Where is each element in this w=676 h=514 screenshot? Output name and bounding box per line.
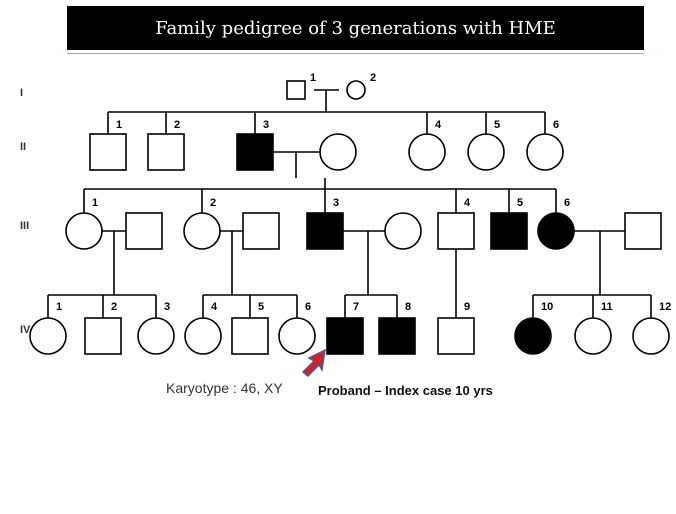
individual-iii-3-number: 3 bbox=[333, 197, 339, 209]
individual-iv-7-number: 7 bbox=[353, 301, 359, 313]
individual-ii-1-square bbox=[89, 133, 127, 171]
generation-label-ii: II bbox=[20, 141, 26, 153]
individual-i-1-square bbox=[286, 80, 306, 100]
individual-iv-4-circle bbox=[184, 317, 222, 355]
individual-iv-6-circle bbox=[278, 317, 316, 355]
individual-iii-3-square bbox=[306, 212, 344, 250]
proband-label: Proband – Index case 10 yrs bbox=[318, 383, 493, 398]
page-title: Family pedigree of 3 generations with HM… bbox=[155, 17, 556, 39]
individual-iv-8-number: 8 bbox=[405, 301, 411, 313]
individual-iv-5-square bbox=[231, 317, 269, 355]
karyotype-label: Karyotype : 46, XY bbox=[166, 380, 283, 396]
individual-iv-3-number: 3 bbox=[164, 301, 170, 313]
individual-iv-10-circle bbox=[514, 317, 552, 355]
individual-iv-10-number: 10 bbox=[541, 301, 553, 313]
individual-iii-6-circle bbox=[537, 212, 575, 250]
individual-iv-11-number: 11 bbox=[601, 301, 613, 313]
individual-iv-3-circle bbox=[137, 317, 175, 355]
individual-i-2-circle bbox=[346, 80, 366, 100]
individual-iii-6-spouse-square bbox=[624, 212, 662, 250]
individual-iv-5-number: 5 bbox=[258, 301, 264, 313]
individual-ii-3-spouse-circle bbox=[319, 133, 357, 171]
title-underline bbox=[67, 53, 644, 54]
individual-iii-2-number: 2 bbox=[210, 197, 216, 209]
individual-iv-12-number: 12 bbox=[659, 301, 671, 313]
individual-iv-8-square bbox=[378, 317, 416, 355]
individual-iv-7-square bbox=[326, 317, 364, 355]
individual-iii-2-circle bbox=[183, 212, 221, 250]
individual-iii-5-square bbox=[490, 212, 528, 250]
individual-iv-6-number: 6 bbox=[305, 301, 311, 313]
individual-iii-4-square bbox=[437, 212, 475, 250]
proband-arrow-icon bbox=[301, 348, 326, 378]
individual-ii-6-circle bbox=[526, 133, 564, 171]
individual-ii-4-number: 4 bbox=[435, 119, 442, 131]
individual-iv-2-square bbox=[84, 317, 122, 355]
title-banner: Family pedigree of 3 generations with HM… bbox=[67, 6, 644, 50]
individual-iv-9-number: 9 bbox=[464, 301, 470, 313]
individual-iv-9-square bbox=[437, 317, 475, 355]
individual-iii-2-spouse-square bbox=[242, 212, 280, 250]
individual-i-2-number: 2 bbox=[370, 72, 376, 84]
individual-iii-1-circle bbox=[65, 212, 103, 250]
generation-label-iii: III bbox=[20, 220, 29, 232]
individual-ii-5-circle bbox=[467, 133, 505, 171]
generation-label-iv: IV bbox=[20, 324, 31, 336]
proband-arrow-shape bbox=[301, 348, 326, 378]
generation-label-i: I bbox=[20, 87, 23, 99]
pedigree-lines bbox=[47, 89, 652, 318]
individual-iii-5-number: 5 bbox=[517, 197, 523, 209]
individual-ii-2-number: 2 bbox=[174, 119, 180, 131]
individual-iii-1-spouse-square bbox=[125, 212, 163, 250]
individual-iii-1-number: 1 bbox=[92, 197, 98, 209]
individual-iv-11-circle bbox=[574, 317, 612, 355]
individual-iv-1-circle bbox=[29, 317, 67, 355]
individual-ii-4-circle bbox=[408, 133, 446, 171]
individual-ii-3-number: 3 bbox=[263, 119, 269, 131]
individual-ii-2-square bbox=[147, 133, 185, 171]
individual-ii-1-number: 1 bbox=[116, 119, 122, 131]
individual-iii-6-number: 6 bbox=[564, 197, 570, 209]
individual-iii-4-number: 4 bbox=[464, 197, 471, 209]
individual-iv-1-number: 1 bbox=[56, 301, 62, 313]
individual-iii-3-spouse-circle bbox=[384, 212, 422, 250]
individual-i-1-number: 1 bbox=[310, 72, 316, 84]
individual-ii-3-square bbox=[236, 133, 274, 171]
individual-iv-12-circle bbox=[632, 317, 670, 355]
individual-ii-6-number: 6 bbox=[553, 119, 559, 131]
pedigree-individuals bbox=[29, 80, 670, 355]
individual-iv-2-number: 2 bbox=[111, 301, 117, 313]
individual-iv-4-number: 4 bbox=[211, 301, 218, 313]
individual-ii-5-number: 5 bbox=[494, 119, 500, 131]
